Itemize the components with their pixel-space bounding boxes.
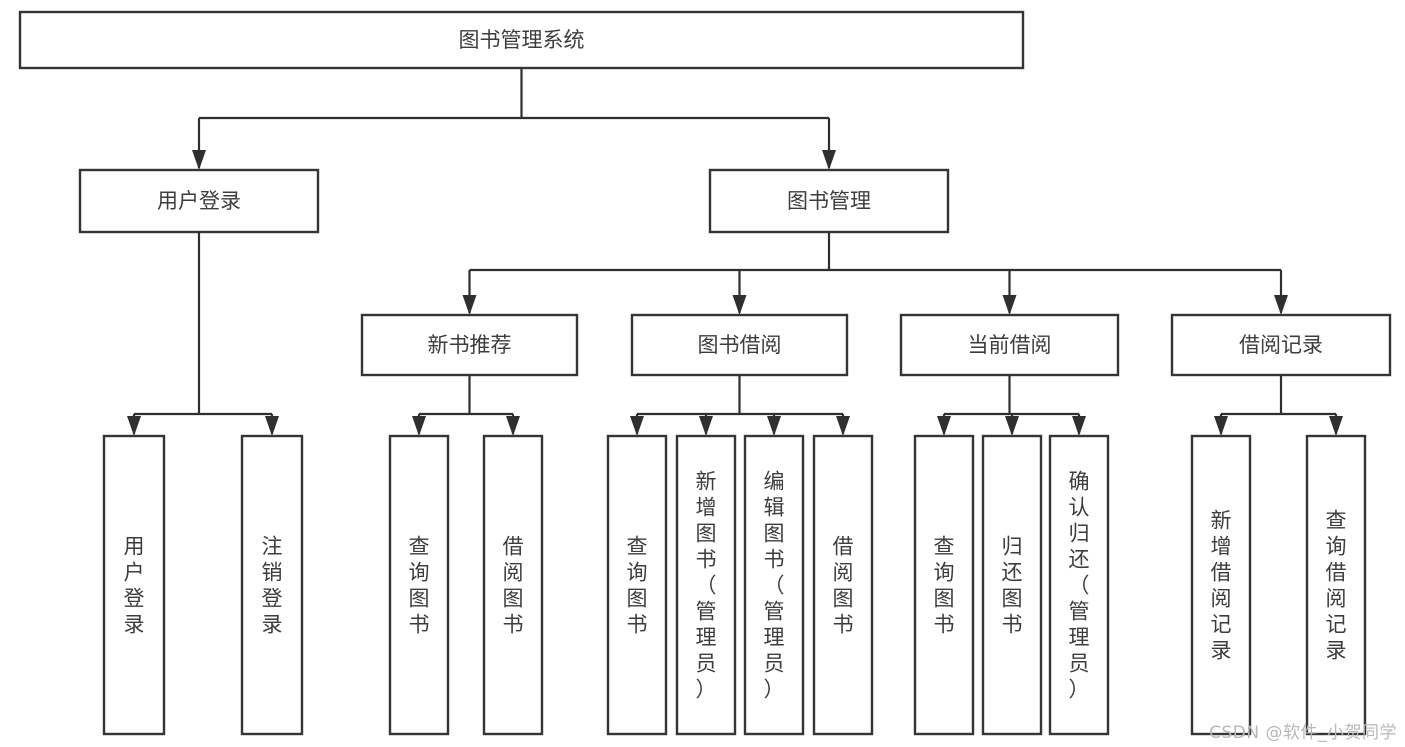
node-leaf-box-6[interactable] [743,434,805,736]
node-leaf-box-5[interactable] [675,434,737,736]
arrow-head-icon [822,150,836,170]
node-level3-label-1: 图书借阅 [698,333,782,357]
node-level3-box-1[interactable] [630,313,849,377]
arrow-head-icon [732,295,747,315]
arrow-head-icon [1274,295,1288,315]
node-leaf-label-12: 查询借阅记录 [1326,508,1347,662]
node-leaf-label-2: 查询图书 [409,534,430,636]
arrow-head-icon [836,416,850,436]
arrow-head-icon [1214,416,1228,436]
node-leaf-label-5: 新增图书（管理员） [696,469,717,701]
node-level3-label-3: 借阅记录 [1239,333,1323,357]
node-leaf-box-9[interactable] [981,434,1043,736]
node-level3-label-2: 当前借阅 [968,333,1052,357]
arrow-head-icon [127,416,141,436]
arrow-head-icon [1002,295,1017,315]
node-leaf-box-4[interactable] [606,434,668,736]
arrow-head-icon [1072,416,1086,436]
node-leaf-box-10[interactable] [1048,434,1110,736]
node-leaf-label-11: 新增借阅记录 [1211,508,1232,662]
node-root-box[interactable] [18,10,1025,70]
node-leaf-label-0: 用户登录 [124,534,145,636]
node-leaf-box-8[interactable] [913,434,975,736]
node-leaf-label-10: 确认归还（管理员） [1069,469,1090,701]
node-leaf-label-8: 查询图书 [934,534,955,636]
node-leaf-label-3: 借阅图书 [503,534,524,636]
arrow-head-icon [1329,416,1343,436]
arrow-head-icon [699,416,713,436]
arrow-head-icon [767,416,781,436]
node-level2-label-0: 用户登录 [157,189,241,213]
arrow-head-icon [1005,416,1019,436]
node-level2-box-0[interactable] [78,168,320,234]
node-level3-box-3[interactable] [1170,313,1392,377]
node-leaf-label-1: 注销登录 [262,534,283,636]
node-leaf-box-0[interactable] [102,434,166,736]
arrow-head-icon [265,416,279,436]
node-leaf-label-6: 编辑图书（管理员） [764,469,785,701]
node-leaf-label-9: 归还图书 [1002,534,1023,636]
node-root-label: 图书管理系统 [459,28,585,52]
arrow-head-icon [506,416,520,436]
watermark-text: CSDN @软件_小贺同学 [1209,723,1397,743]
node-leaf-box-11[interactable] [1190,434,1252,736]
node-leaf-box-12[interactable] [1305,434,1367,736]
node-leaf-box-3[interactable] [482,434,544,736]
node-leaf-box-7[interactable] [812,434,874,736]
node-level2-label-1: 图书管理 [787,189,871,213]
node-level2-box-1[interactable] [708,168,950,234]
node-leaf-label-4: 查询图书 [627,534,648,636]
arrow-head-icon [412,416,426,436]
arrow-head-icon [937,416,951,436]
node-leaf-label-7: 借阅图书 [833,534,854,636]
arrow-head-icon [462,295,477,315]
node-leaf-box-1[interactable] [240,434,304,736]
node-level3-label-0: 新书推荐 [428,333,512,357]
arrow-head-icon [630,416,644,436]
arrow-head-icon [192,150,206,170]
node-leaf-box-2[interactable] [388,434,450,736]
